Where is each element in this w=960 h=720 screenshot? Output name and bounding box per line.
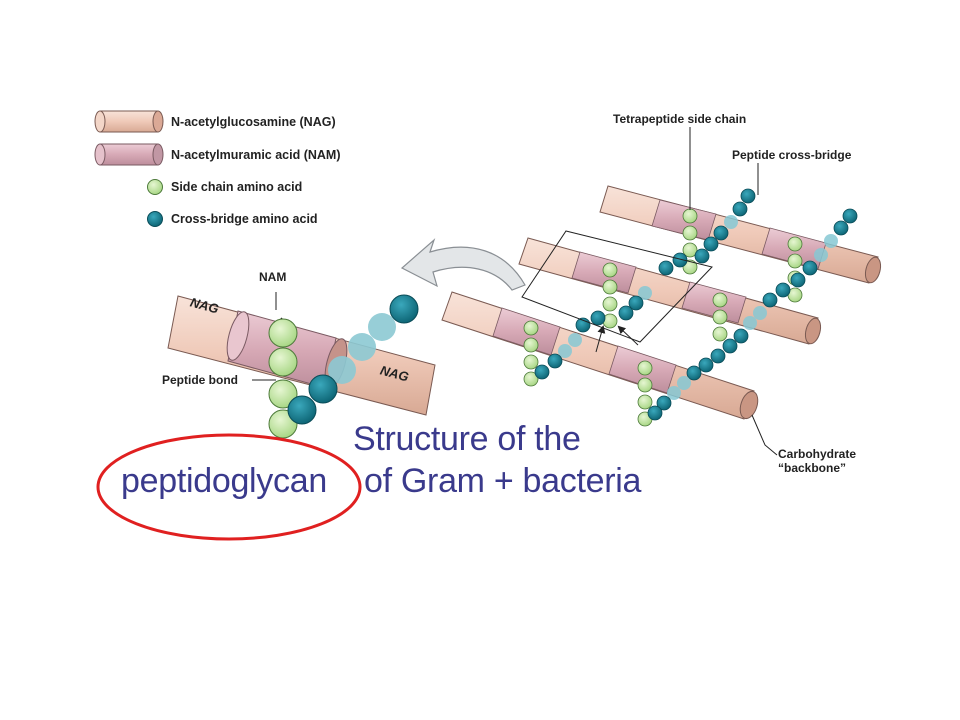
detail-side-chain-3 xyxy=(268,379,298,409)
side-chain-front-2 xyxy=(637,360,653,427)
cross-bridge-back-1 xyxy=(658,188,756,276)
carbohydrate-label: Carbohydrate xyxy=(778,447,857,461)
detail-side-chain-2 xyxy=(268,347,298,377)
cross-bridge-label: Peptide cross-bridge xyxy=(732,148,852,162)
detail-peptide-bond-label: Peptide bond xyxy=(162,373,238,387)
legend-cross-bridge-dot xyxy=(147,211,163,227)
legend xyxy=(94,110,164,227)
detail-nam-label: NAM xyxy=(259,270,287,284)
legend-cross-bridge-label: Cross-bridge amino acid xyxy=(171,212,318,226)
enlarged-detail xyxy=(167,292,436,439)
caption-highlight-word: peptidoglycan xyxy=(121,462,327,500)
legend-side-chain-dot xyxy=(147,179,163,195)
backbone-callout-line xyxy=(751,414,778,456)
zoom-selection-box xyxy=(521,230,713,343)
legend-nam-swatch xyxy=(94,143,164,166)
highlight-ellipse xyxy=(96,433,362,541)
legend-nam-label: N-acetylmuramic acid (NAM) xyxy=(171,148,341,162)
backbone-label: “backbone” xyxy=(778,461,847,475)
caption-line1: Structure of the xyxy=(353,420,581,458)
cross-bridge-middle-1 xyxy=(575,286,652,333)
side-chain-back-2 xyxy=(787,236,803,303)
cross-bridge-back-2 xyxy=(762,208,858,308)
cross-bridge-middle-2 xyxy=(698,306,767,373)
peptidoglycan-lattice xyxy=(441,127,882,456)
detail-side-chain-1 xyxy=(268,318,298,348)
legend-side-chain-label: Side chain amino acid xyxy=(171,180,303,194)
side-chain-front-1 xyxy=(523,320,539,387)
zoom-arrow xyxy=(400,238,526,291)
legend-nag-swatch xyxy=(94,110,164,133)
side-chain-middle-1 xyxy=(602,262,618,329)
cross-bridge-front-2 xyxy=(647,365,702,421)
legend-nag-label: N-acetylglucosamine (NAG) xyxy=(171,115,336,129)
side-chain-middle-2 xyxy=(712,292,728,342)
tetrapeptide-label: Tetrapeptide side chain xyxy=(613,112,747,126)
cross-bridge-front-1 xyxy=(534,333,582,380)
caption-line2-rest: of Gram + bacteria xyxy=(364,462,642,500)
